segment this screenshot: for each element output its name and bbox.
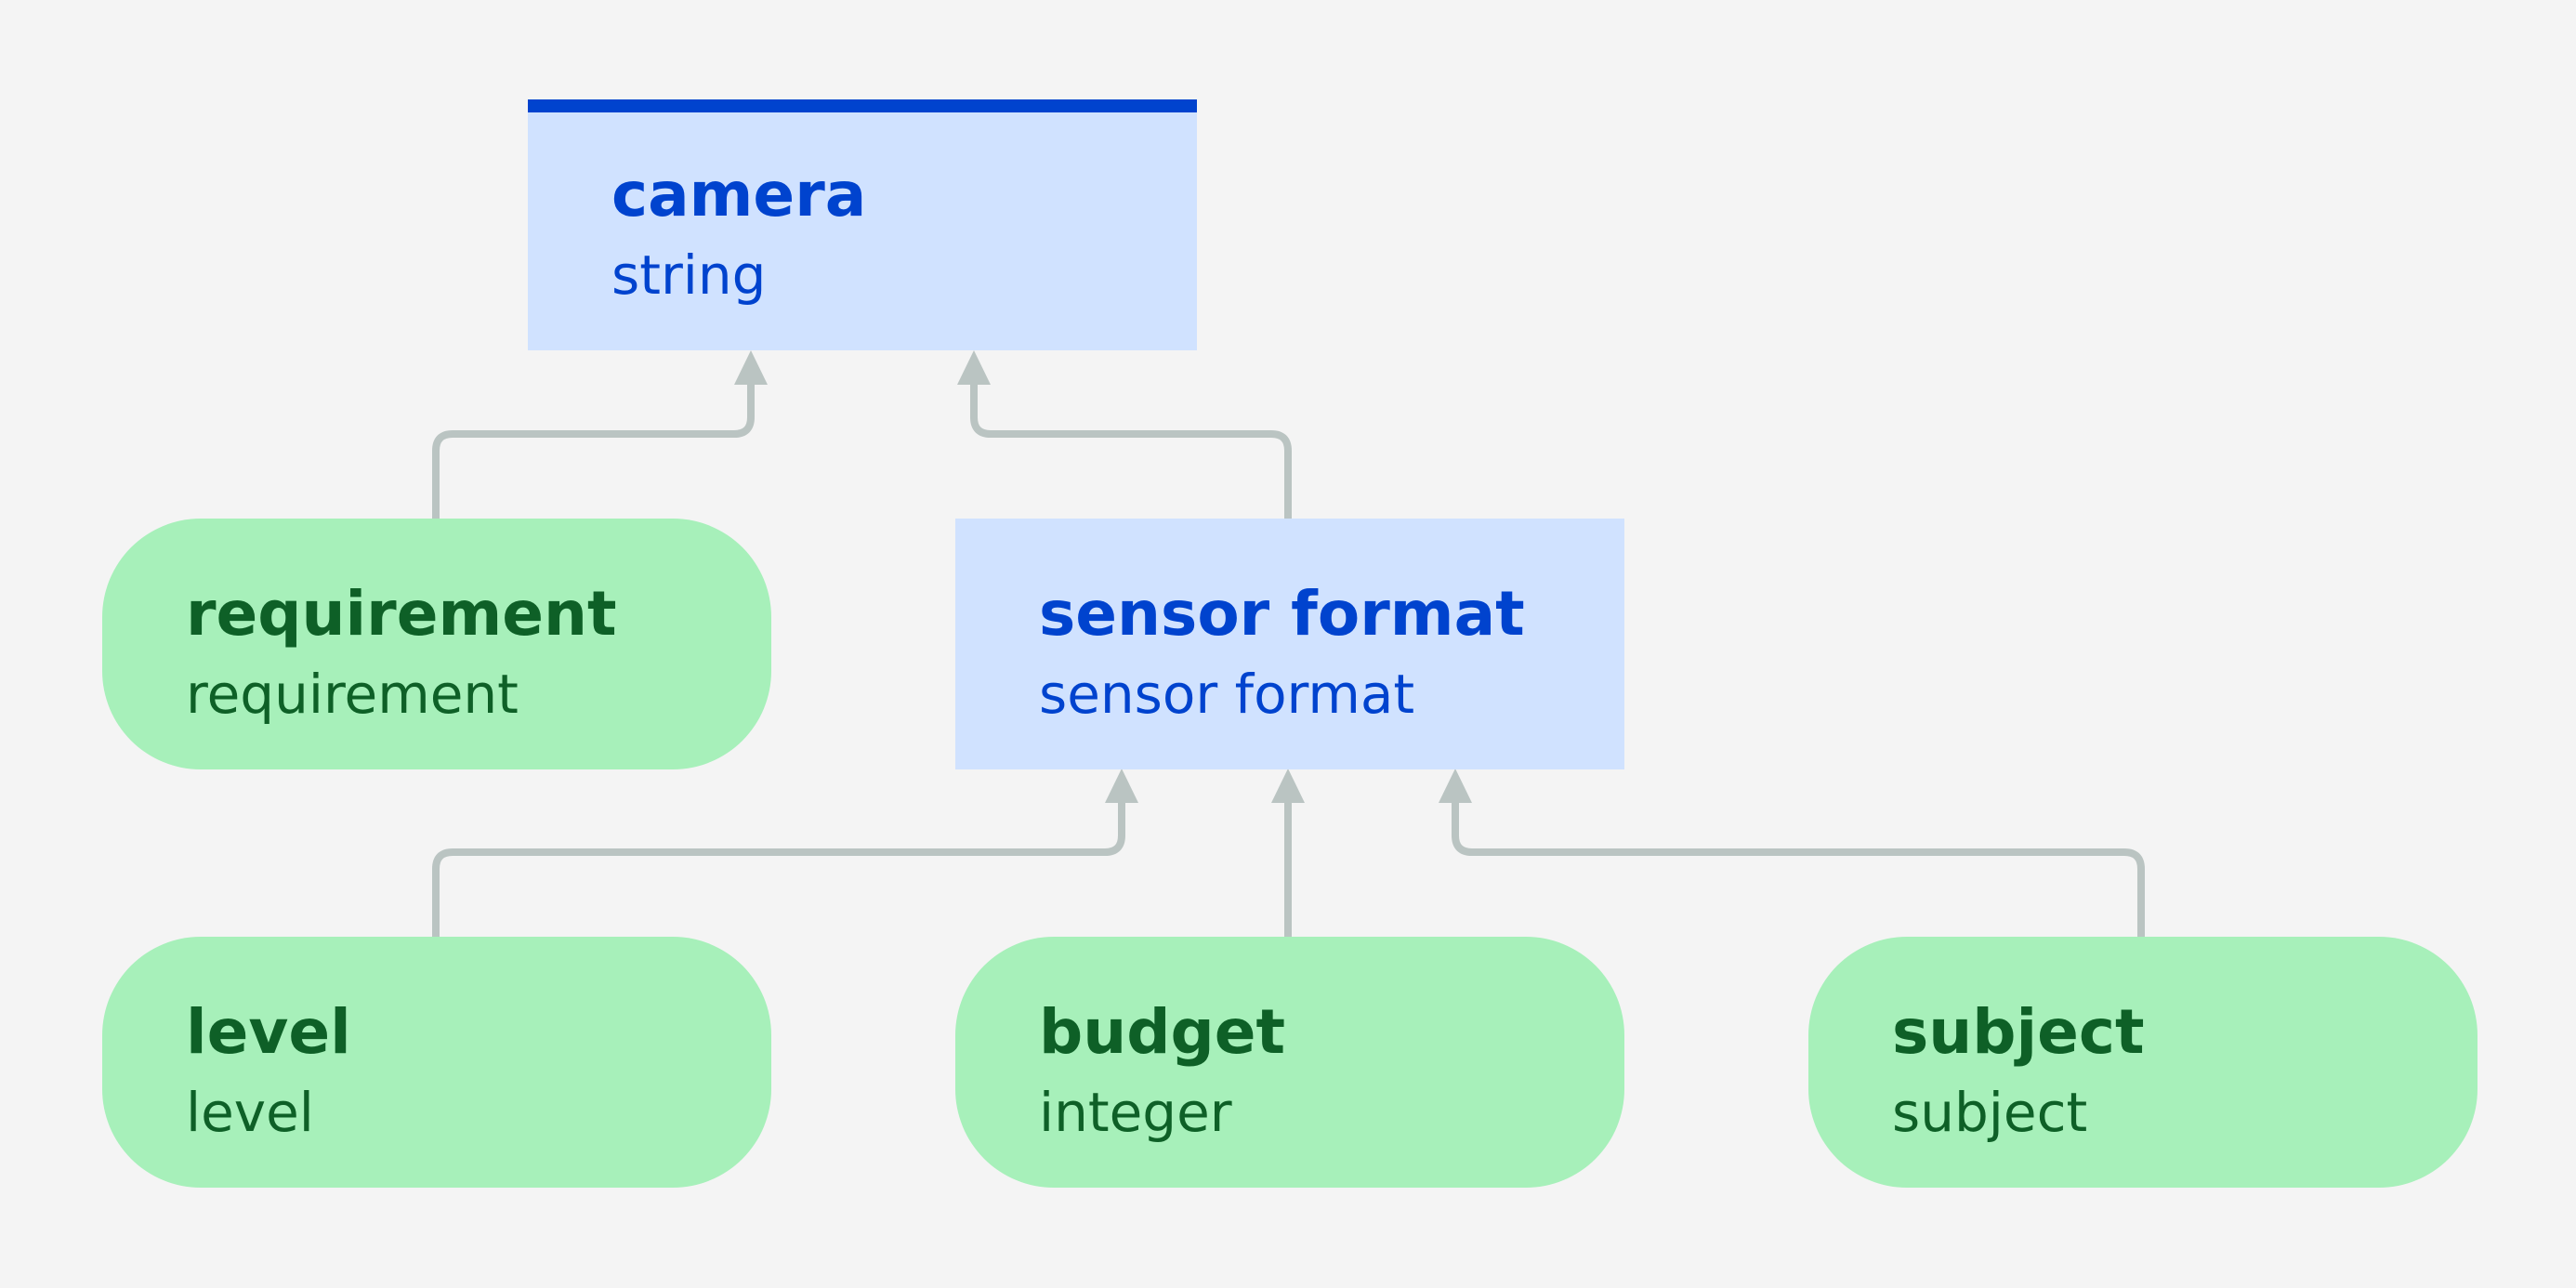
node-sensor-format-title: sensor format [1039, 578, 1525, 650]
node-sensor-format[interactable]: sensor format sensor format [955, 519, 1624, 769]
node-subject-subtitle: subject [1892, 1081, 2088, 1144]
node-subject-title: subject [1892, 996, 2145, 1068]
node-requirement-subtitle: requirement [186, 663, 519, 726]
arrowhead-requirement-to-camera [734, 350, 768, 385]
arrowhead-budget-to-sensor-format [1271, 769, 1305, 803]
edge-subject-to-sensor-format [1452, 799, 2145, 937]
node-sensor-format-subtitle: sensor format [1039, 663, 1415, 726]
node-budget-title: budget [1039, 996, 1286, 1068]
arrowhead-subject-to-sensor-format [1439, 769, 1472, 803]
node-level[interactable]: level level [102, 937, 771, 1188]
arrowhead-level-to-sensor-format [1105, 769, 1138, 803]
edge-requirement-to-camera [432, 381, 755, 519]
node-requirement-title: requirement [186, 578, 617, 650]
node-camera[interactable]: camera string [528, 99, 1197, 350]
edge-sensor-format-to-camera [970, 381, 1292, 519]
node-budget[interactable]: budget integer [955, 937, 1624, 1188]
node-camera-title: camera [611, 159, 867, 230]
arrowhead-sensor-format-to-camera [957, 350, 991, 385]
node-budget-subtitle: integer [1039, 1081, 1232, 1144]
node-level-title: level [186, 996, 351, 1068]
edge-level-to-sensor-format [432, 799, 1125, 937]
node-requirement[interactable]: requirement requirement [102, 519, 771, 769]
root-accent-bar [528, 99, 1197, 112]
node-subject[interactable]: subject subject [1808, 937, 2477, 1188]
node-level-subtitle: level [186, 1081, 314, 1144]
node-camera-subtitle: string [611, 243, 767, 307]
